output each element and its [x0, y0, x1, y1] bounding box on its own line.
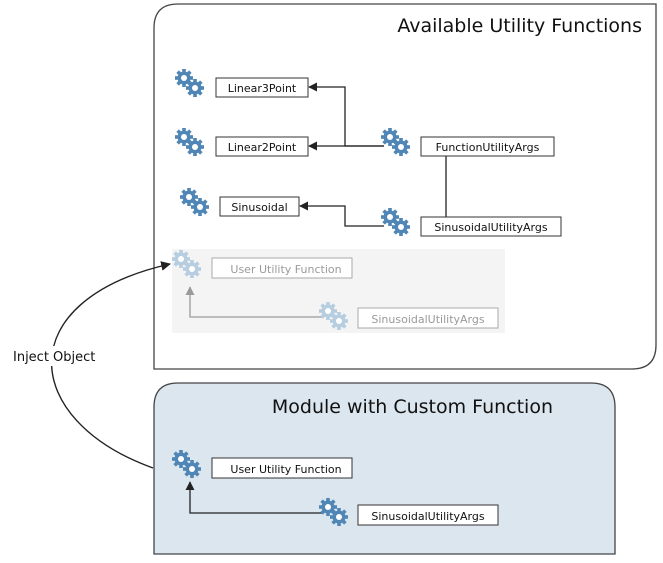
connector-sinusoidal-args-to-sinusoidal	[299, 201, 384, 227]
inject-object-label-bg	[10, 346, 102, 366]
node-sinusoidal	[219, 196, 300, 217]
node-sinusoidal-utility-args	[420, 216, 562, 237]
node-user-utility-function-module	[211, 457, 353, 479]
node-linear3point	[215, 77, 309, 98]
node-sinusoidal-utility-args-injected	[357, 307, 499, 329]
node-linear2point	[215, 136, 309, 157]
node-user-utility-function-injected-label: User Utility Function	[230, 263, 341, 276]
node-sinusoidal-utility-args-label: SinusoidalUtilityArgs	[434, 221, 547, 234]
node-linear3point-label: Linear3Point	[228, 82, 297, 95]
node-sinusoidal-utility-args-module-label: SinusoidalUtilityArgs	[371, 510, 484, 523]
module-panel: Module with Custom Function	[153, 382, 616, 555]
connector-injected-args-to-user-function	[185, 286, 322, 318]
node-sinusoidal-utility-args-injected-label: SinusoidalUtilityArgs	[371, 313, 484, 326]
node-sinusoidal-utility-args-module	[357, 504, 499, 526]
node-function-utility-args	[420, 136, 555, 157]
module-panel-title: Module with Custom Function	[272, 396, 553, 418]
available-panel-title: Available Utility Functions	[397, 15, 642, 37]
node-function-utility-args-label: FunctionUtilityArgs	[436, 141, 540, 154]
node-linear2point-label: Linear2Point	[228, 141, 297, 154]
connectors	[185, 82, 447, 514]
node-user-utility-function-injected	[211, 257, 353, 279]
connector-module-args-to-user-function	[185, 481, 322, 514]
node-sinusoidal-label: Sinusoidal	[231, 201, 287, 214]
node-user-utility-function-module-label: User Utility Function	[230, 463, 341, 476]
inject-object-label: Inject Object	[13, 350, 95, 365]
